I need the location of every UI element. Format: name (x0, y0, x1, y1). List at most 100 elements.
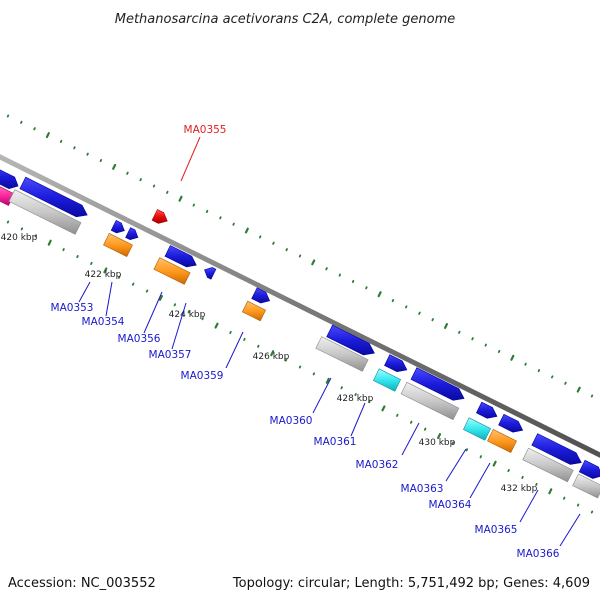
tick-minor (145, 289, 149, 293)
gene-label[interactable]: MA0359 (181, 370, 224, 382)
gene-label[interactable]: MA0354 (82, 316, 125, 328)
tick-minor (351, 279, 355, 284)
tick-major (47, 239, 52, 246)
cds-feature (110, 219, 125, 234)
label-leader-line (312, 377, 332, 414)
tick-major (112, 163, 117, 170)
scale-label: 428 kbp (337, 394, 374, 404)
tick-minor (284, 358, 288, 362)
label-leader-line (105, 281, 113, 317)
tick-minor (431, 318, 434, 322)
tick-minor (6, 114, 10, 118)
tick-minor (139, 178, 142, 182)
map-title: Methanosarcina acetivorans C2A, complete… (115, 12, 456, 27)
tick-minor (312, 372, 316, 376)
tick-minor (409, 420, 413, 424)
cds-feature (326, 324, 375, 356)
tick-minor (507, 468, 510, 473)
gene-feature (463, 417, 491, 441)
cds-feature (475, 401, 498, 419)
tick-major (325, 377, 330, 384)
tick-minor (6, 220, 10, 224)
tick-minor (551, 375, 554, 379)
gene-feature (315, 336, 369, 372)
scale-label: 424 kbp (169, 310, 206, 320)
gene-label[interactable]: MA0361 (314, 436, 357, 448)
cds-feature (125, 227, 139, 241)
label-leader-line (225, 331, 244, 369)
tick-major (510, 354, 515, 361)
tick-marks (6, 114, 594, 514)
scale-label: 430 kbp (419, 438, 456, 448)
tick-minor (219, 216, 222, 220)
tick-minor (285, 248, 288, 252)
backbone (0, 154, 600, 458)
scale-label: 432 kbp (501, 484, 538, 494)
tick-minor (564, 381, 567, 385)
tick-minor (187, 310, 191, 314)
label-leader-line (78, 281, 91, 303)
gene-label[interactable]: MA0366 (517, 548, 560, 560)
tick-minor (423, 427, 427, 431)
tick-minor (243, 337, 246, 341)
gene-feature (400, 381, 460, 421)
cds-feature (251, 287, 271, 304)
gene-label[interactable]: MA0365 (475, 524, 518, 536)
tick-major (311, 259, 316, 266)
tick-minor (521, 475, 524, 480)
label-leader-line (171, 302, 187, 350)
tick-minor (340, 386, 343, 390)
label-leader-line (519, 489, 539, 523)
gene-features (0, 169, 600, 499)
gene-label[interactable]: MA0360 (270, 415, 313, 427)
gene-label[interactable]: MA0363 (401, 483, 444, 495)
tick-minor (368, 399, 371, 404)
tick-minor (479, 455, 483, 459)
tick-minor (76, 254, 79, 259)
tick-minor (590, 510, 594, 514)
gene-label[interactable]: MA0364 (429, 499, 472, 511)
tick-minor (404, 305, 408, 309)
tick-minor (20, 120, 23, 124)
tick-minor (232, 222, 235, 226)
cds-feature (164, 245, 197, 268)
tick-minor (192, 203, 196, 207)
tick-minor (451, 441, 455, 445)
tick-minor (131, 282, 135, 286)
gene-label[interactable]: MA0353 (51, 302, 94, 314)
tick-minor (298, 365, 302, 369)
tick-minor (576, 503, 580, 507)
accession-label: Accession: NC_003552 (8, 576, 156, 591)
cds-feature (410, 367, 465, 401)
tick-minor (201, 317, 204, 321)
tick-minor (298, 254, 302, 258)
gene-label[interactable]: MA0357 (149, 349, 192, 361)
tick-major (45, 132, 50, 139)
tick-minor (90, 261, 93, 266)
tick-major (381, 405, 386, 412)
gene-label[interactable]: MA0356 (118, 333, 161, 345)
tick-major (444, 323, 448, 329)
tick-major (576, 386, 581, 393)
cds-feature (0, 169, 19, 190)
gene-label[interactable]: MA0362 (356, 459, 399, 471)
tick-minor (563, 496, 566, 500)
tick-major (244, 227, 249, 234)
tick-minor (229, 330, 232, 335)
tick-minor (34, 234, 37, 238)
tick-minor (33, 127, 36, 131)
gene-label[interactable]: MA0355 (184, 124, 227, 136)
tick-minor (418, 311, 421, 315)
tick-minor (86, 152, 89, 156)
tick-minor (166, 190, 169, 194)
tick-minor (152, 184, 156, 188)
tick-minor (73, 146, 76, 150)
gene-feature (373, 368, 401, 392)
label-leader-line (350, 402, 366, 437)
tick-major (492, 460, 497, 467)
tick-minor (590, 394, 594, 398)
gene-feature (572, 473, 600, 499)
scale-label: 420 kbp (1, 233, 38, 243)
tick-minor (396, 413, 399, 417)
tick-major (214, 322, 219, 329)
